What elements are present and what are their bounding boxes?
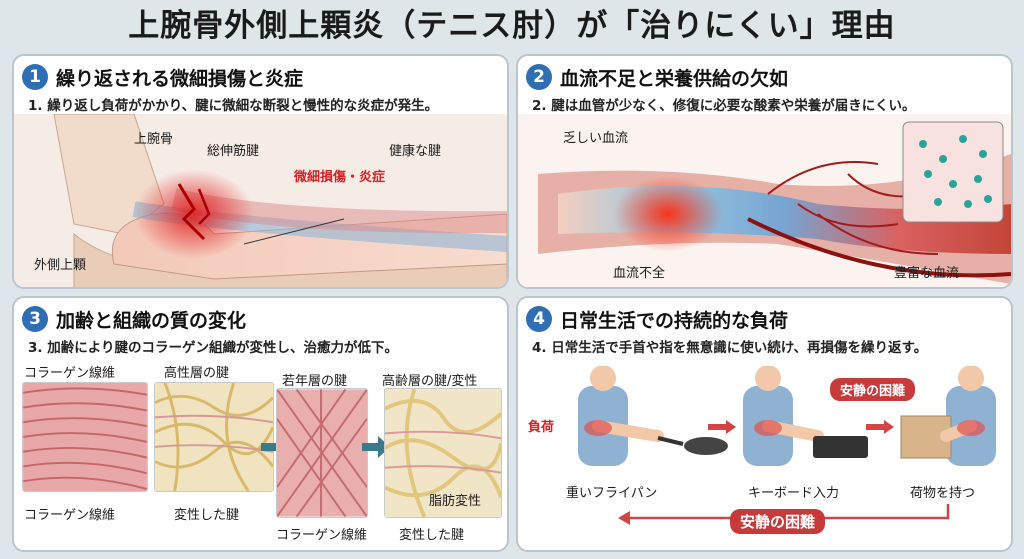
panel-number: 1 xyxy=(22,64,48,90)
panel-title: 加齢と組織の質の変化 xyxy=(56,309,247,332)
page-title: 上腕骨外側上顆炎（テニス肘）が「治りにくい」理由 xyxy=(128,8,896,44)
label-collagen-top: コラーゲン線維 xyxy=(24,366,116,381)
label-microdamage: 微細損傷・炎症 xyxy=(294,170,386,185)
panel-number: 4 xyxy=(526,306,552,332)
degenerated-collagen-image xyxy=(154,382,274,492)
label-lateral-epicondyle: 外側上顆 xyxy=(34,258,87,273)
label-degenerated-tendon: 変性した腱 xyxy=(174,508,240,523)
label-load: 負荷 xyxy=(528,420,555,435)
panel-header: 1 繰り返される微細損傷と炎症 xyxy=(22,62,303,92)
label-insufficient-flow: 血流不全 xyxy=(613,266,666,281)
arrow-icon xyxy=(708,420,736,434)
panel-microdamage: 1 繰り返される微細損傷と炎症 1. 繰り返し負荷がかかり、腱に微細な断裂と慢性… xyxy=(12,54,509,289)
label-carry-luggage: 荷物を持つ xyxy=(910,486,976,501)
label-degenerated-tendon-2: 変性した腱 xyxy=(399,528,465,543)
panel-daily-load: 4 日常生活での持続的な負荷 4. 日常生活で手首や指を無意識に使い続け、再損傷… xyxy=(516,296,1013,552)
frying-pan-scene xyxy=(578,366,728,466)
label-young-tendon: 若年層の腱 xyxy=(282,374,348,389)
panel-number: 3 xyxy=(22,306,48,332)
panel-header: 3 加齢と組織の質の変化 xyxy=(22,304,246,334)
rest-difficulty-badge: 安静の困難 xyxy=(830,378,916,401)
label-collagen-fiber: コラーゲン線維 xyxy=(276,528,368,543)
panel-aging: 3 加齢と組織の質の変化 3. 加齢により腱のコラーゲン組織が変性し、治癒力が低… xyxy=(12,296,509,552)
panel-title: 日常生活での持続的な負荷 xyxy=(560,309,789,332)
label-frying-pan: 重いフライパン xyxy=(566,486,658,501)
label-keyboard: キーボード入力 xyxy=(748,486,840,501)
label-elderly-tendon: 高齢層の腱/変性 xyxy=(382,374,478,389)
label-rich-blood-flow: 豊富な血流 xyxy=(894,266,960,281)
panel-description: 4. 日常生活で手首や指を無意識に使い続け、再損傷を繰り返す。 xyxy=(532,340,928,356)
panel-description: 3. 加齢により腱のコラーゲン組織が変性し、治癒力が低下。 xyxy=(28,340,398,356)
elderly-tendon-image xyxy=(384,388,502,518)
elbow-illustration xyxy=(14,114,507,287)
keyboard-scene xyxy=(743,366,868,466)
healthy-collagen-image xyxy=(22,382,148,492)
arrow-icon xyxy=(866,420,894,434)
label-extensor-tendon: 総伸筋腱 xyxy=(207,144,260,159)
panel-description: 2. 腱は血管が少なく、修復に必要な酸素や栄養が届きにくい。 xyxy=(532,98,916,114)
panel-description: 1. 繰り返し負荷がかかり、腱に微細な断裂と慢性的な炎症が発生。 xyxy=(28,98,439,114)
label-humerus: 上腕骨 xyxy=(134,132,174,147)
luggage-scene xyxy=(900,366,996,466)
label-poor-blood-flow: 乏しい血流 xyxy=(563,131,629,146)
panel-title: 繰り返される微細損傷と炎症 xyxy=(56,67,304,90)
label-high-layer-tendon: 高性層の腱 xyxy=(164,366,230,381)
panel-number: 2 xyxy=(526,64,552,90)
arrow-icon xyxy=(362,436,390,458)
label-fatty-degeneration: 脂肪変性 xyxy=(429,494,482,509)
rest-difficulty-badge-bottom: 安静の困難 xyxy=(730,509,826,534)
panel-blood-flow: 2 血流不足と栄養供給の欠如 2. 腱は血管が少なく、修復に必要な酸素や栄養が届… xyxy=(516,54,1013,289)
young-tendon-image xyxy=(276,388,368,518)
panel-header: 2 血流不足と栄養供給の欠如 xyxy=(526,62,788,92)
panel-header: 4 日常生活での持続的な負荷 xyxy=(526,304,788,334)
label-collagen-bottom: コラーゲン線維 xyxy=(24,508,116,523)
label-healthy-tendon: 健康な腱 xyxy=(389,144,442,159)
blood-flow-illustration xyxy=(518,114,1011,287)
panel-title: 血流不足と栄養供給の欠如 xyxy=(560,67,789,90)
